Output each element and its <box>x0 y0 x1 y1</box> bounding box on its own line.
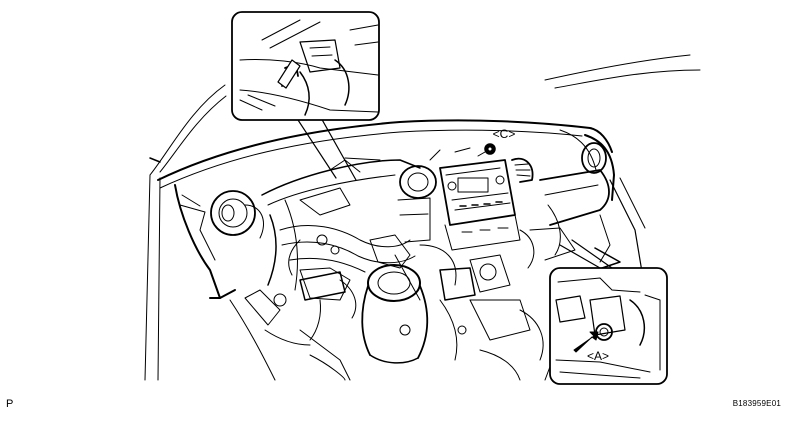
figure-id: B183959E01 <box>732 399 781 408</box>
lower-panel <box>229 289 561 381</box>
dashboard-left-face <box>174 184 264 299</box>
screw-c <box>477 143 496 157</box>
dashboard-top <box>149 119 615 201</box>
center-stack <box>399 147 535 293</box>
bottom-inset-leaders <box>559 239 613 269</box>
cluster-opening <box>261 157 421 291</box>
top-inset-box <box>231 11 380 121</box>
top-inset-leaders <box>297 115 357 181</box>
bottom-inset-box <box>549 267 668 385</box>
callout-c-label: <C> <box>493 127 516 141</box>
callout-a-label: <A> <box>587 349 609 363</box>
dashboard-right-face <box>529 142 621 269</box>
page-marker: P <box>6 398 14 410</box>
body-outline <box>144 54 701 381</box>
steering-column <box>299 264 476 364</box>
